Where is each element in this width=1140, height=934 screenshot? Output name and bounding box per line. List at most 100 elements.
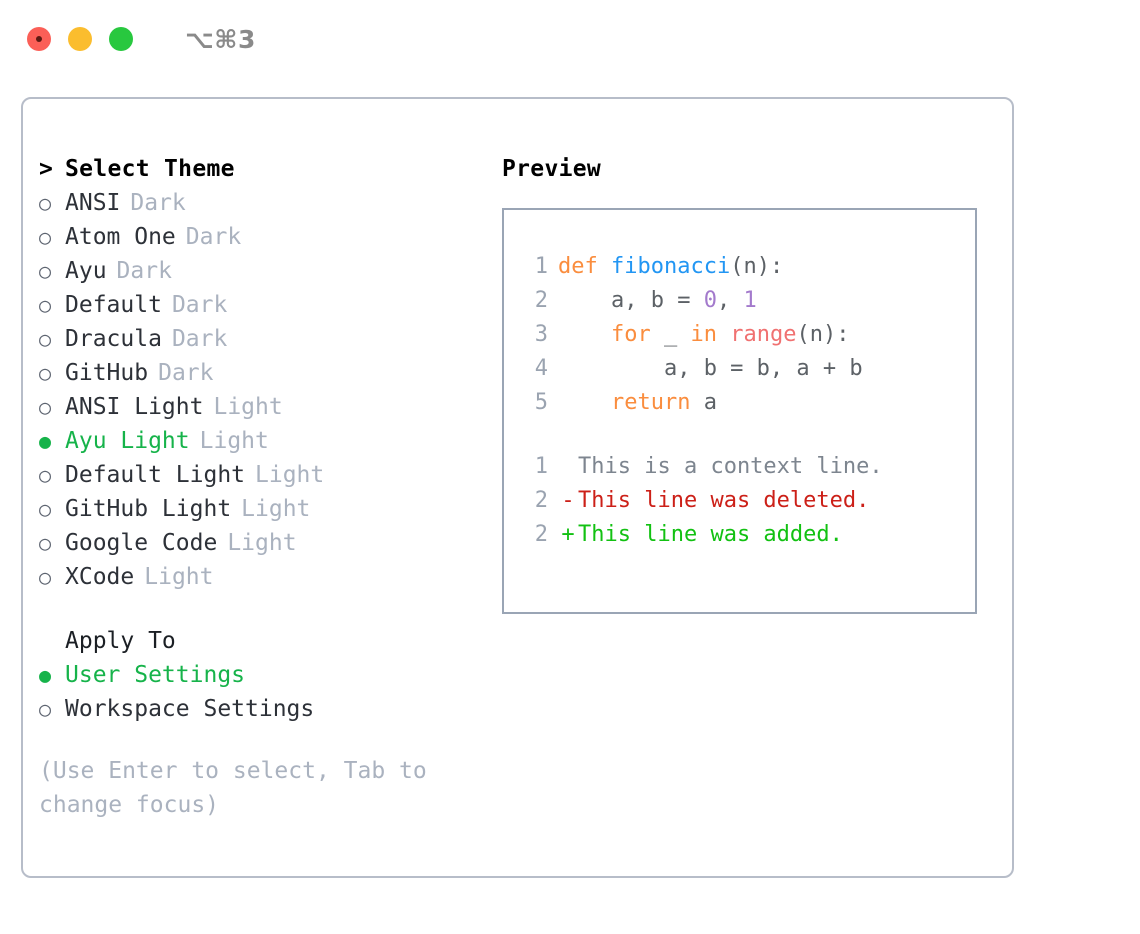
diff-line-text: This is a context line. — [578, 454, 883, 479]
radio-unselected-icon: ○ — [39, 463, 52, 487]
code-line-number: 1 — [534, 254, 548, 279]
radio-selected-icon: ● — [39, 663, 52, 687]
apply-to-heading-label: Apply To — [65, 628, 176, 654]
radio-unselected-icon: ○ — [39, 361, 52, 385]
theme-name-label: ANSI Light — [65, 394, 204, 420]
code-line-text: def fibonacci(n): — [558, 250, 783, 284]
theme-variant-label: Dark — [130, 190, 186, 216]
keyboard-hint-text: (Use Enter to select, Tab to change focu… — [39, 758, 441, 818]
keyboard-shortcut-label: ⌥⌘3 — [185, 24, 256, 54]
code-token-keyword: return — [610, 390, 691, 415]
chevron-right-icon: > — [39, 156, 53, 182]
theme-variant-label: Light — [213, 394, 283, 420]
theme-variant-label: Light — [144, 564, 214, 590]
section-spacer — [39, 594, 479, 624]
close-window-icon[interactable] — [27, 27, 51, 51]
zoom-window-icon[interactable] — [109, 27, 133, 51]
diff-line-text: This line was added. — [578, 522, 843, 547]
code-token-function: fibonacci — [610, 254, 731, 279]
code-line: 4 a, b = b, a + b — [504, 352, 975, 386]
code-token-keyword: for — [610, 322, 651, 347]
theme-variant-label: Light — [227, 530, 297, 556]
theme-variant-label: Dark — [116, 258, 172, 284]
diff-line-text: This line was deleted. — [578, 488, 870, 513]
diff-sign: + — [561, 522, 575, 547]
theme-name-label: GitHub Light — [65, 496, 232, 522]
code-line-number: 5 — [534, 390, 548, 415]
diff-line-number: 1 — [534, 454, 548, 479]
theme-name-label: XCode — [65, 564, 135, 590]
code-token-call: range — [730, 322, 797, 347]
theme-name-label: Ayu Light — [65, 428, 190, 454]
code-line-number: 3 — [534, 322, 548, 347]
theme-name-label: Google Code — [65, 530, 218, 556]
theme-variant-label: Dark — [171, 292, 228, 318]
radio-unselected-icon: ○ — [39, 191, 52, 215]
diff-line-deleted: 2-This line was deleted. — [504, 484, 975, 518]
theme-name-label: Atom One — [65, 224, 176, 250]
code-line-text: a, b = b, a + b — [558, 352, 863, 386]
radio-unselected-icon: ○ — [39, 531, 52, 555]
code-token-number: 1 — [743, 288, 757, 313]
diff-line-context: 1 This is a context line. — [504, 450, 975, 484]
theme-list-item[interactable]: ● Ayu Light Light — [39, 424, 479, 458]
theme-name-label: Default — [65, 292, 162, 318]
minimize-window-icon[interactable] — [68, 27, 92, 51]
theme-variant-label: Light — [241, 496, 311, 522]
code-line-number: 2 — [534, 288, 548, 313]
diff-line-number: 2 — [534, 522, 548, 547]
radio-unselected-icon: ○ — [39, 225, 52, 249]
heading-indent-spacer: ○ — [39, 624, 65, 658]
theme-variant-label: Light — [199, 428, 269, 454]
theme-name-label: GitHub — [65, 360, 149, 386]
code-line: 1 def fibonacci(n): — [504, 250, 975, 284]
radio-unselected-icon: ○ — [39, 259, 52, 283]
window-titlebar: ⌥⌘3 — [0, 0, 1140, 78]
code-token-number: 0 — [703, 288, 717, 313]
code-token-plain — [558, 322, 611, 347]
select-theme-heading: >Select Theme — [39, 152, 479, 186]
code-line: 2 a, b = 0, 1 — [504, 284, 975, 318]
traffic-lights — [27, 27, 133, 51]
apply-to-option-label: Workspace Settings — [65, 696, 315, 722]
code-line-text: a, b = 0, 1 — [558, 284, 757, 318]
theme-list-item[interactable]: ○ Default Dark — [39, 288, 479, 322]
apply-to-option[interactable]: ○ Workspace Settings — [39, 692, 479, 726]
radio-unselected-icon: ○ — [39, 697, 52, 721]
diff-sign: - — [561, 488, 575, 513]
code-token-plain: (n): — [796, 322, 850, 347]
code-line-text: return a — [558, 386, 717, 420]
apply-to-options: ● User Settings ○ Workspace Settings — [39, 658, 479, 726]
code-token-keyword: def — [558, 254, 611, 279]
code-token-plain: , — [716, 288, 744, 313]
apply-to-option[interactable]: ● User Settings — [39, 658, 479, 692]
apply-to-option-label: User Settings — [65, 662, 246, 688]
diff-gap-spacer — [504, 420, 975, 450]
code-token-plain: (n): — [730, 254, 784, 279]
radio-unselected-icon: ○ — [39, 293, 52, 317]
code-token-plain: a, b = b, a + b — [558, 356, 863, 381]
diff-line-number: 2 — [534, 488, 548, 513]
theme-name-label: Default Light — [65, 462, 246, 488]
code-token-plain — [558, 390, 611, 415]
apply-to-heading: ○Apply To — [39, 624, 479, 658]
code-token-plain — [717, 322, 730, 347]
theme-list-item[interactable]: ○ Google Code Light — [39, 526, 479, 560]
diff-line-added: 2 +This line was added. — [504, 518, 975, 552]
code-line-number: 4 — [534, 356, 548, 381]
radio-selected-icon: ● — [39, 429, 52, 453]
code-line: 5 return a — [504, 386, 975, 420]
code-token-keyword: in — [690, 322, 717, 347]
